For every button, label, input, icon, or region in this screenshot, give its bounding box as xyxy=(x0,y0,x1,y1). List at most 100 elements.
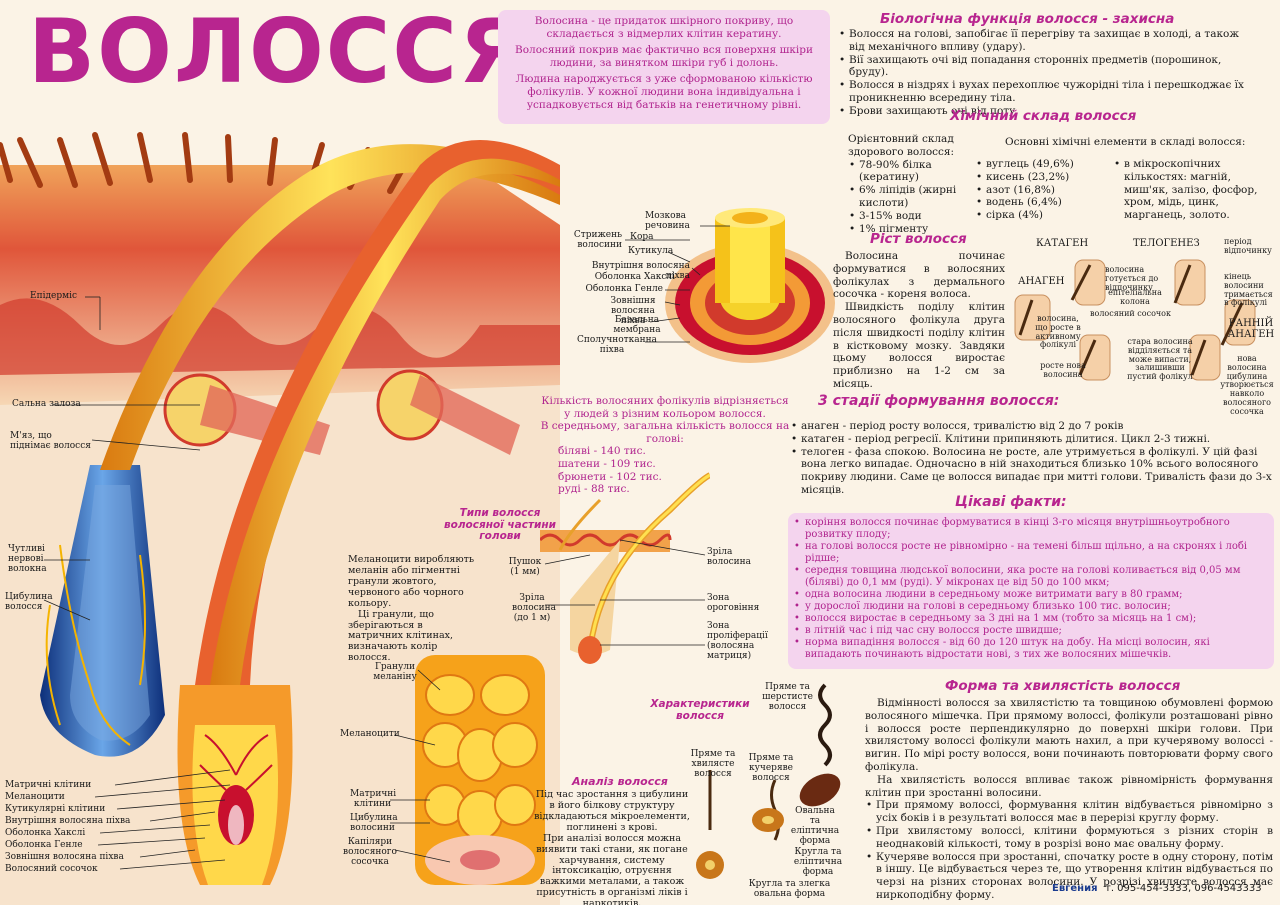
label-keratin-zone: Зона ороговіння xyxy=(707,593,760,613)
label-woolly: Пряме та шерстисте волосся xyxy=(762,682,813,712)
label-cuticular: Кутикулярні клітини xyxy=(5,804,106,814)
label-round-oval: Кругла та злегка овальна форма xyxy=(748,879,831,899)
cycle-katagen: КАТАГЕН xyxy=(1036,238,1089,249)
label-outer-sheath-top: Зовнішня волосяна піхва xyxy=(610,296,656,326)
label-matrix-bulb: Матричні клітини xyxy=(350,789,397,809)
fact-3: одна волосина людини в середньому може в… xyxy=(794,589,1266,601)
cycle-early-anagen: РАННІЙ АНАГЕН xyxy=(1227,318,1275,340)
label-huxley-top: Оболонка Хакслі xyxy=(594,272,675,282)
label-shaft: Стрижень волосини xyxy=(573,230,622,250)
characteristics-heading: Характеристики волосся xyxy=(650,698,750,722)
fact-0: коріння волосся починає формуватися в кі… xyxy=(794,517,1266,541)
facts-heading: Цікаві факти: xyxy=(955,494,1067,510)
fact-6: в літній час і під час сну волосся росте… xyxy=(794,625,1266,637)
melanocyte-p1: Меланоцити виробляють меланін або пігмен… xyxy=(348,554,475,609)
count-item-3: руді - 88 тис. xyxy=(558,483,630,496)
cycle-epith: епітеліальна колона xyxy=(1108,288,1162,306)
chem-micro: в мікроскопічних кількостях: магній, миш… xyxy=(1113,158,1273,222)
label-mature-small: Зріла волосина (до 1 м) xyxy=(512,593,557,623)
cycle-papilla: волосяний сосочок xyxy=(1090,309,1171,318)
fact-1: на голові волосся росте не рівномірно - … xyxy=(794,541,1266,565)
page-title: ВОЛОССЯ xyxy=(28,0,529,103)
bio-list: Волосся на голові, запобігає її перегрів… xyxy=(838,28,1258,118)
label-outer-sheath: Зовнішня волосяна піхва xyxy=(5,852,124,862)
shape-item-0: При прямому волоссі, формування клітин в… xyxy=(865,799,1273,825)
fact-2: середня товщина людської волосини, яка р… xyxy=(794,565,1266,589)
chem-comp-1: 6% ліпідів (жирні кислоти) xyxy=(848,184,973,210)
chem-elements-title: Основні хімічні елементи в складі волосс… xyxy=(1005,136,1246,148)
intro-p2: Волосяний покрив має фактично вся поверх… xyxy=(514,44,813,69)
label-muscle: М'яз, що піднімає волосся xyxy=(10,431,91,451)
analysis-text: Під час зростання з цибулини в його білк… xyxy=(533,789,691,905)
label-sebaceous: Сальна залоза xyxy=(12,399,81,409)
chem-el-1: кисень (23,2%) xyxy=(975,171,1105,184)
chem-comp-2: 3-15% води xyxy=(848,210,973,223)
label-huxley: Оболонка Хакслі xyxy=(5,828,86,838)
melanocyte-p2: Ці гранули, що зберігаються в матричних … xyxy=(348,608,454,664)
label-epidermis: Епідерміс xyxy=(30,291,77,301)
bulb-closeup xyxy=(415,655,545,885)
growth-p1: Волосина починає формуватися в волосяних… xyxy=(833,250,1005,301)
fact-5: волосся виростає в середньому за 3 дні н… xyxy=(794,613,1266,625)
analysis-heading: Аналіз волосся xyxy=(572,775,668,788)
label-melanocytes: Меланоцити xyxy=(5,792,65,802)
label-henle: Оболонка Генле xyxy=(5,840,83,850)
label-prolif-zone: Зона проліферації (волосяна матриця) xyxy=(707,621,768,661)
count-item-2: брюнети - 102 тис. xyxy=(558,470,662,483)
bio-item-3: Брови захищають очі від поту. xyxy=(838,105,1258,118)
label-curly: Пряме та кучеряве волосся xyxy=(748,753,794,783)
bio-item-1: Вії захищають очі від попадання сторонні… xyxy=(838,54,1258,80)
chem-el-0: вуглець (49,6%) xyxy=(975,158,1105,171)
cycle-new-forms: нова волосина цибулина утворюється навко… xyxy=(1220,354,1274,416)
facts-list: коріння волосся починає формуватися в кі… xyxy=(788,513,1274,669)
chem-el-3: водень (6,4%) xyxy=(975,196,1105,209)
chem-el-4: сірка (4%) xyxy=(975,209,1105,222)
chem-comp-3: 1% пігменту xyxy=(848,223,973,236)
hair-shapes-illustration xyxy=(696,683,841,879)
chem-el-2: азот (16,8%) xyxy=(975,184,1105,197)
cycle-telogen: ТЕЛОГЕНЕЗ xyxy=(1133,238,1200,249)
count-item-0: біляві - 140 тис. xyxy=(558,445,646,458)
chem-heading: Хімічний склад волосся xyxy=(950,108,1137,124)
publisher-brand: Евгения xyxy=(1052,883,1098,894)
cycle-growing: волосина, що росте в активному фолікулі xyxy=(1035,314,1081,350)
analysis-p1: Під час зростання з цибулини в його білк… xyxy=(534,789,690,833)
label-matrix-cells: Матричні клітини xyxy=(5,780,92,790)
bio-item-0: Волосся на голові, запобігає її перегрів… xyxy=(838,28,1258,54)
hair-anatomy-illustration xyxy=(0,132,560,905)
growth-text: Волосина починає формуватися в волосяних… xyxy=(833,250,1005,391)
cycle-new-hair: росте нова волосина xyxy=(1040,361,1086,379)
label-capillaries: Капіляри волосяного сосочка xyxy=(343,837,397,867)
bio-heading: Біологічна функція волосся - захисна xyxy=(880,11,1175,27)
label-nerves: Чутливі нервові волокна xyxy=(8,544,47,574)
shape-item-2: Кучеряве волосся при зростанні, спочатку… xyxy=(865,851,1273,902)
cycle-old-hair: стара волосина відділяється та може випа… xyxy=(1127,337,1193,382)
label-cuticle: Кутикула xyxy=(628,246,674,256)
label-cortex: Кора xyxy=(630,232,654,242)
fact-7: норма випадіння волосся - від 60 до 120 … xyxy=(794,637,1266,661)
stages-list: анаген - період росту волосся, триваліст… xyxy=(790,420,1275,497)
label-mature: Зріла волосина xyxy=(707,547,752,567)
chem-elements: вуглець (49,6%) кисень (23,2%) азот (16,… xyxy=(975,158,1105,222)
hair-cycle-illustration xyxy=(1014,259,1256,381)
label-medulla: Мозкова речовина xyxy=(645,211,690,231)
shape-heading: Форма та хвилястість волосся xyxy=(945,678,1181,694)
follicle-count: Кількість волосяних фолікулів відрізняєт… xyxy=(540,395,790,496)
shape-p2: На хвилястість волосся впливає також рів… xyxy=(865,773,1273,799)
fact-4: у дорослої людини на голові в середньому… xyxy=(794,601,1266,613)
hair-cross-section xyxy=(665,208,835,363)
label-papilla: Волосяний сосочок xyxy=(5,864,98,874)
growth-p2: Швидкість поділу клітин волосяного фолік… xyxy=(833,301,1005,390)
shape-text: Відмінності волосся за хвилястістю та то… xyxy=(865,697,1273,902)
cycle-prepares: волосина готується до відпочинку xyxy=(1105,265,1159,292)
publisher-logo: Евгения т. 095-454-3333, 096-4543333 xyxy=(1052,883,1262,894)
cycle-rest: період відпочинку xyxy=(1224,237,1272,255)
chem-composition-title: Орієнтовний склад здорового волосся: xyxy=(848,133,955,158)
label-fuzz: Пушок (1 мм) xyxy=(508,557,542,577)
publisher-phones: т. 095-454-3333, 096-4543333 xyxy=(1105,883,1262,894)
count-p2: В середньому, загальна кількість волосся… xyxy=(540,420,790,445)
intro-p1: Волосина - це придаток шкірного покриву,… xyxy=(534,15,794,40)
stage-0: анаген - період росту волосся, триваліст… xyxy=(790,420,1275,433)
label-bulb-cells: Цибулина волосини xyxy=(350,813,398,833)
chem-composition: Орієнтовний склад здорового волосся: 78-… xyxy=(848,133,973,235)
